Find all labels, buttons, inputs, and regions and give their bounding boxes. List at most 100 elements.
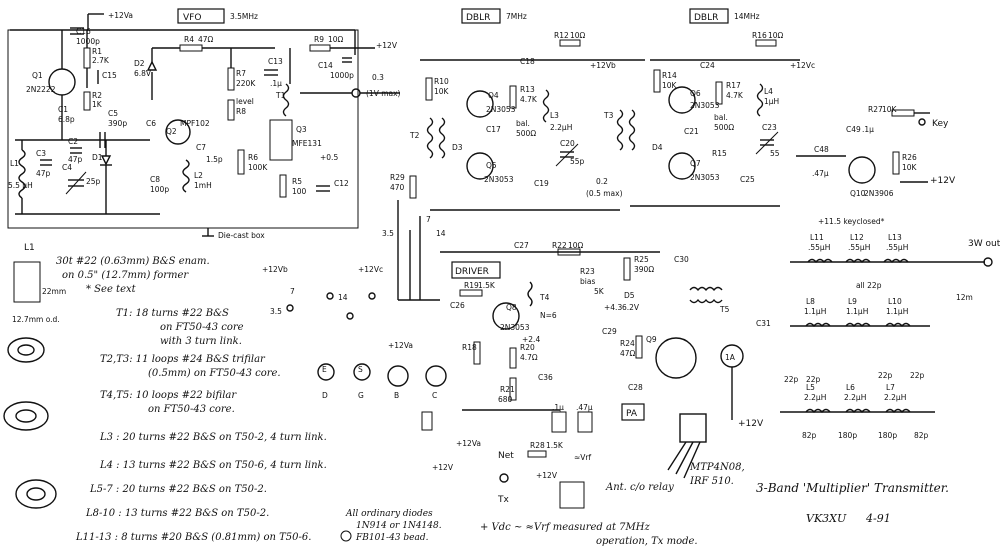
r16-label: R16 bbox=[752, 31, 767, 40]
dblr2-bal-value: 500Ω bbox=[714, 123, 734, 132]
sw-supply-c: +12Vc bbox=[358, 265, 383, 274]
pa-v43: +4.3 bbox=[604, 303, 622, 312]
l6-value: 2.2µH bbox=[844, 393, 866, 402]
r1-label: R1 bbox=[92, 47, 102, 56]
c7-value: 1.5p bbox=[206, 155, 223, 164]
c48-label: C48 bbox=[814, 145, 829, 154]
sw2-contact-35[interactable] bbox=[286, 304, 294, 312]
toroid-t1-drawing bbox=[7, 337, 45, 363]
vfo-v05: +0.5 bbox=[320, 153, 338, 162]
antenna-connector[interactable] bbox=[983, 257, 993, 267]
dblr2-title-box bbox=[689, 8, 729, 24]
c14-value: 1000p bbox=[330, 71, 354, 80]
r25-resistor bbox=[623, 257, 631, 281]
d1-label: D1 bbox=[92, 153, 103, 162]
r13-resistor bbox=[509, 85, 517, 109]
q1-value: 2N2222 bbox=[26, 85, 56, 94]
c27-label: C27 bbox=[514, 241, 529, 250]
legend-diodes2: 1N914 or 1N4148. bbox=[356, 521, 442, 531]
r10-resistor bbox=[425, 77, 433, 101]
legend-l1-len: 22mm bbox=[42, 287, 66, 296]
r1-resistor bbox=[83, 47, 91, 69]
measured-note2: operation, Tx mode. bbox=[596, 536, 698, 547]
q2-value: MPF102 bbox=[180, 119, 210, 128]
l13-label: L13 bbox=[888, 233, 902, 242]
sw2-contact-14b[interactable] bbox=[368, 292, 376, 300]
q8-label: Q8 bbox=[506, 303, 517, 312]
net-tx-switch[interactable] bbox=[499, 473, 509, 483]
dblr1-title: DBLR bbox=[466, 13, 490, 23]
r23-bias: bias bbox=[580, 277, 595, 286]
sw2-contact-7[interactable] bbox=[326, 292, 334, 300]
r19-resistor bbox=[459, 289, 483, 297]
l1-value: 5.5 µH bbox=[8, 181, 33, 190]
pa-title: PA bbox=[626, 409, 638, 419]
legend-t45: T4,T5: 10 loops #22 bifilar bbox=[100, 390, 237, 401]
t3-label: T3 bbox=[603, 111, 614, 120]
c48-value: .47µ bbox=[812, 169, 829, 178]
c21-label: C21 bbox=[684, 127, 699, 136]
l9-coil bbox=[845, 322, 871, 328]
r29-value: 470 bbox=[390, 183, 405, 192]
sw2-contact-14[interactable] bbox=[346, 312, 354, 320]
key-terminal[interactable] bbox=[918, 118, 926, 126]
c30-label: C30 bbox=[674, 255, 689, 264]
pa-title-box bbox=[621, 403, 645, 421]
key-supply: +12V bbox=[930, 176, 956, 186]
c29-label: C29 bbox=[602, 327, 617, 336]
r24-resistor bbox=[635, 335, 643, 359]
die-cast-label: Die-cast box bbox=[218, 231, 265, 240]
q7-transistor bbox=[668, 152, 696, 180]
dblr1-bal: bal. bbox=[516, 119, 530, 128]
r29-label: R29 bbox=[390, 173, 405, 182]
q8-value: 2N3053 bbox=[500, 323, 530, 332]
l4-coil bbox=[756, 83, 764, 117]
c20-label: C20 bbox=[560, 139, 575, 148]
r25-label: R25 bbox=[634, 255, 649, 264]
q3-label: Q3 bbox=[296, 125, 307, 134]
r16-value: 10Ω bbox=[768, 31, 784, 40]
l8-label: L8 bbox=[806, 297, 815, 306]
r6-resistor bbox=[237, 149, 245, 175]
d1-diode bbox=[100, 155, 112, 166]
dblr1-title-box bbox=[461, 8, 501, 24]
q5-label: Q5 bbox=[486, 161, 497, 170]
t1-transformer bbox=[282, 83, 290, 117]
c3-label: C3 bbox=[36, 149, 46, 158]
toroid-t23-hole bbox=[15, 409, 37, 423]
l5-value: 2.2µH bbox=[804, 393, 826, 402]
sw-14: 14 bbox=[436, 229, 446, 238]
relay-coil bbox=[559, 481, 585, 509]
q5-transistor bbox=[466, 152, 494, 180]
sw2-14: 14 bbox=[338, 293, 348, 302]
r4-resistor bbox=[179, 44, 203, 52]
legend-l3: L3 : 20 turns #22 B&S on T50-2, 4 turn l… bbox=[99, 432, 327, 443]
bead-icon bbox=[340, 530, 352, 542]
filters-all22p: all 22p bbox=[856, 281, 882, 290]
t2-transformer bbox=[426, 117, 434, 159]
r4-label: R4 bbox=[184, 35, 194, 44]
pin-b-1: B bbox=[394, 391, 399, 400]
r4-value: 47Ω bbox=[198, 35, 214, 44]
l7-coil bbox=[885, 408, 911, 414]
supply-12va-vfo: +12Va bbox=[108, 11, 133, 20]
pa-section: PA R25 390Ω R23 bias 5K D5 6.2V +4.3 C29… bbox=[580, 255, 771, 429]
l6-label: L6 bbox=[846, 383, 855, 392]
legend-l810: L8-10 : 13 turns #22 B&S on T50-2. bbox=[85, 508, 269, 519]
r27-label: R27 bbox=[868, 105, 883, 114]
r16-resistor bbox=[755, 39, 777, 47]
keyclosed-label: +11.5 keyclosed* bbox=[818, 217, 885, 226]
legend-l1113: L11-13 : 8 turns #20 B&S (0.81mm) on T50… bbox=[75, 532, 311, 543]
t5-label: T5 bbox=[719, 305, 730, 314]
legend-t45b: on FT50-43 core. bbox=[148, 404, 235, 415]
pa-supply: +12V bbox=[738, 419, 764, 429]
q3-mosfet bbox=[269, 119, 293, 161]
r12-label: R12 bbox=[554, 31, 569, 40]
c23-value: 55 bbox=[770, 149, 780, 158]
sw-7: 7 bbox=[426, 215, 431, 224]
r6-value: 100K bbox=[248, 163, 268, 172]
c12-label: C12 bbox=[334, 179, 349, 188]
q2-label: Q2 bbox=[166, 127, 177, 136]
c22p-c: 22p bbox=[878, 371, 893, 380]
